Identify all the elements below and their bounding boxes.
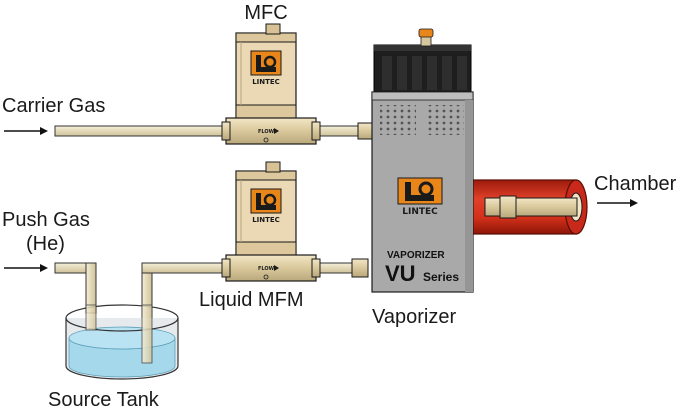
mfc-flow-tag: FLOW [258,129,275,135]
vent-grid-right [428,105,464,135]
liquid-mfm-label: Liquid MFM [199,289,303,311]
mfm-brand-label: LINTEC [252,216,280,224]
carrier-gas-arrow [4,127,48,135]
mfm-screw-icon [263,274,269,280]
mfc-to-vaporizer-tube [315,125,361,137]
push-gas-arrow [4,264,48,272]
vaporizer-caption: VAPORIZER [387,250,445,261]
valve-icon [418,28,434,47]
chamber-label: Chamber [594,173,677,195]
outlet-tube [484,197,578,217]
carrier-gas-label: Carrier Gas [2,95,105,117]
series-small-label: Series [423,270,459,284]
mfc-logo-icon [250,50,282,76]
push-gas-label: Push Gas [2,209,90,231]
source-tank [65,304,179,380]
mfc-brand-label: LINTEC [252,78,280,86]
mfc-label: MFC [244,2,287,24]
mfc-flow-arrow-icon [274,128,279,134]
carrier-gas-tube [54,125,226,137]
chamber-arrow [597,199,638,207]
liquid-mfm-device: LINTEC FLOW [221,161,321,282]
vent-grid-left [380,105,416,135]
heated-outlet [469,179,588,235]
source-tank-label: Source Tank [48,389,160,411]
mfm-logo-icon [250,188,282,214]
vaporizer-brand-label: LINTEC [402,207,438,217]
liquid-tube-horizontal [141,262,227,274]
push-gas-sub-label: (He) [26,233,65,255]
mfm-flow-tag: FLOW [258,266,275,272]
vaporizer-label: Vaporizer [372,306,456,328]
mfc-screw-icon [263,137,269,143]
mfm-flow-arrow-icon [274,265,279,271]
mfc-device: LINTEC FLOW [221,23,321,145]
liquid-inlet-fitting [351,258,369,278]
mfm-to-vaporizer-tube [315,262,355,274]
series-big-label: VU [385,261,416,286]
vaporizer-logo-icon [397,177,443,205]
vaporizer-unit: LINTEC VAPORIZER VU Series [371,28,474,293]
